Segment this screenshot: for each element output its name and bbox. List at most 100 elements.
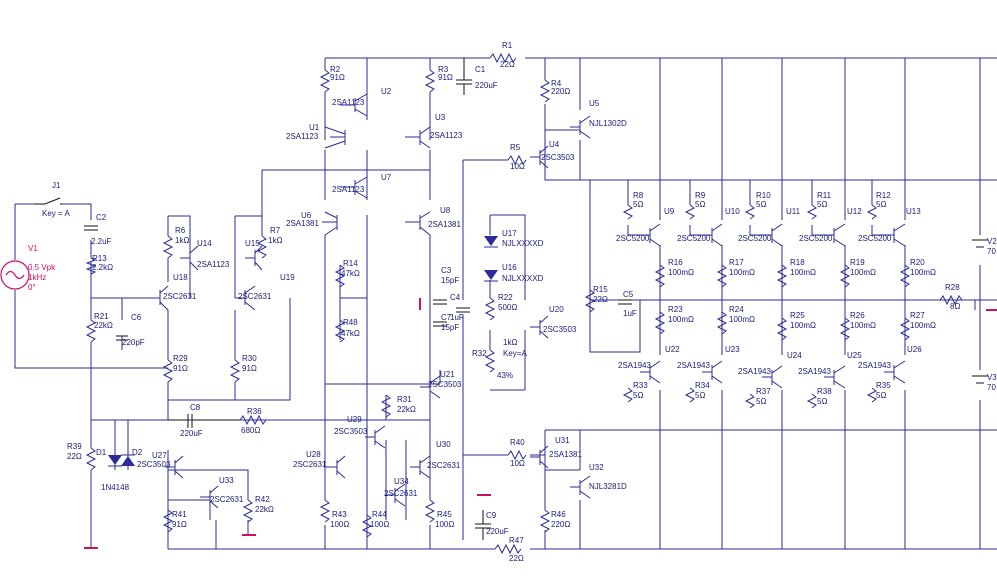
label-r9: R9: [695, 191, 706, 200]
label-u7p: 2SA1123: [332, 185, 365, 194]
label-u31: U31: [555, 436, 570, 445]
label-u5: U5: [589, 99, 600, 108]
label-u29p: 2SC3503: [334, 427, 368, 436]
label-c2v: 2.2uF: [91, 237, 112, 246]
label-u22: U22: [665, 345, 680, 354]
label-c9: C9: [486, 511, 497, 520]
label-r4: R4: [551, 79, 562, 88]
label-r22: R22: [498, 293, 513, 302]
label-r25v: 100mΩ: [790, 321, 816, 330]
label-r2v: 91Ω: [330, 73, 345, 82]
label-r35: R35: [876, 381, 891, 390]
label-u3: U3: [435, 113, 446, 122]
label-r15v: 22Ω: [593, 295, 608, 304]
label-r9v: 5Ω: [695, 200, 705, 209]
label-u11: U11: [786, 207, 801, 216]
label-u12p: 2SC5200: [799, 234, 833, 243]
label-u21: U21: [440, 370, 455, 379]
label-u11p: 2SC5200: [738, 234, 772, 243]
label-u30: U30: [436, 440, 451, 449]
label-u20: U20: [549, 305, 564, 314]
label-c6: C6: [131, 313, 142, 322]
label-r43v: 100Ω: [330, 520, 349, 529]
label-u30p: 2SC2631: [427, 461, 461, 470]
label-r24: R24: [729, 305, 744, 314]
label-r1: R1: [502, 41, 513, 50]
label-r38: R38: [817, 387, 832, 396]
label-r12: R12: [876, 191, 891, 200]
label-u16: U16: [502, 263, 517, 272]
label-r12v: 5Ω: [876, 200, 886, 209]
label-u24p: 2SA1943: [738, 367, 771, 376]
label-u31p: 2SA1381: [549, 450, 582, 459]
label-u12: U12: [847, 207, 862, 216]
label-u15: U15: [245, 239, 260, 248]
label-r30: R30: [242, 354, 257, 363]
label-v3v: 70: [987, 383, 996, 392]
label-c8: C8: [190, 403, 201, 412]
label-r44: R44: [372, 510, 387, 519]
label-r23: R23: [668, 305, 683, 314]
label-u25: U25: [847, 351, 862, 360]
label-r24v: 100mΩ: [729, 315, 755, 324]
label-u20p: 2SC3503: [543, 325, 577, 334]
label-u14p: 2SA1123: [197, 260, 230, 269]
label-j1k: Key = A: [42, 209, 70, 218]
label-u4p: 2SC3503: [541, 153, 575, 162]
label-r8: R8: [633, 191, 644, 200]
label-r41: R41: [172, 510, 187, 519]
label-u6: U6: [301, 211, 312, 220]
label-v1: V1: [28, 244, 38, 253]
label-u27p: 2SC3503: [137, 460, 171, 469]
label-u29: U29: [347, 415, 362, 424]
label-u6p: 2SA1381: [286, 219, 319, 228]
label-r32: R32: [472, 349, 487, 358]
label-r36: R36: [247, 407, 262, 416]
label-c3v: 15pF: [441, 276, 459, 285]
label-r15: R15: [593, 285, 608, 294]
label-r39: R39: [67, 442, 82, 451]
label-r43: R43: [332, 510, 347, 519]
label-r42v: 22kΩ: [255, 505, 274, 514]
label-r37: R37: [756, 387, 771, 396]
label-u7: U7: [381, 173, 392, 182]
label-r42: R42: [255, 495, 270, 504]
label-r47v: 22Ω: [509, 554, 524, 563]
label-c8v: 220uF: [180, 429, 203, 438]
label-v2v: 70: [987, 247, 996, 256]
label-r29v: 91Ω: [173, 364, 188, 373]
label-u22p: 2SA1943: [618, 361, 651, 370]
label-c5v: 1uF: [623, 309, 637, 318]
label-q1p: 2SA1123: [332, 98, 365, 107]
label-r38v: 5Ω: [817, 397, 827, 406]
label-u28p: 2SC2631: [293, 460, 327, 469]
label-pk: 1kΩ: [503, 338, 517, 347]
label-r44v: 100Ω: [370, 520, 389, 529]
label-r32p: 43%: [497, 371, 513, 380]
label-r7: R7: [270, 226, 281, 235]
label-u14: U14: [197, 239, 212, 248]
label-r16v: 100mΩ: [668, 268, 694, 277]
label-r14v: 47kΩ: [341, 269, 360, 278]
label-v1b: 1kHz: [28, 273, 46, 282]
label-u3p: 2SA1123: [430, 131, 463, 140]
label-u17p: NJLXXXXD: [502, 239, 544, 248]
label-r8v: 5Ω: [633, 200, 643, 209]
label-r34v: 5Ω: [695, 391, 705, 400]
label-u19: U19: [280, 273, 295, 282]
label-r19: R19: [850, 258, 865, 267]
label-r48v: 47kΩ: [341, 329, 360, 338]
label-r11: R11: [817, 191, 832, 200]
label-c2: C2: [96, 213, 107, 222]
label-r10v: 5Ω: [756, 200, 766, 209]
label-u16p: NJLXXXXD: [502, 274, 544, 283]
label-u28: U28: [306, 450, 321, 459]
label-r18v: 100mΩ: [790, 268, 816, 277]
labels: R122ΩC1220uFR291ΩR391ΩR4220ΩU5NJL1302DU2…: [28, 41, 997, 563]
label-r7v: 1kΩ: [268, 236, 282, 245]
label-r18: R18: [790, 258, 805, 267]
label-r3v: 91Ω: [438, 73, 453, 82]
label-d2: D2: [132, 448, 143, 457]
label-u10: U10: [725, 207, 740, 216]
